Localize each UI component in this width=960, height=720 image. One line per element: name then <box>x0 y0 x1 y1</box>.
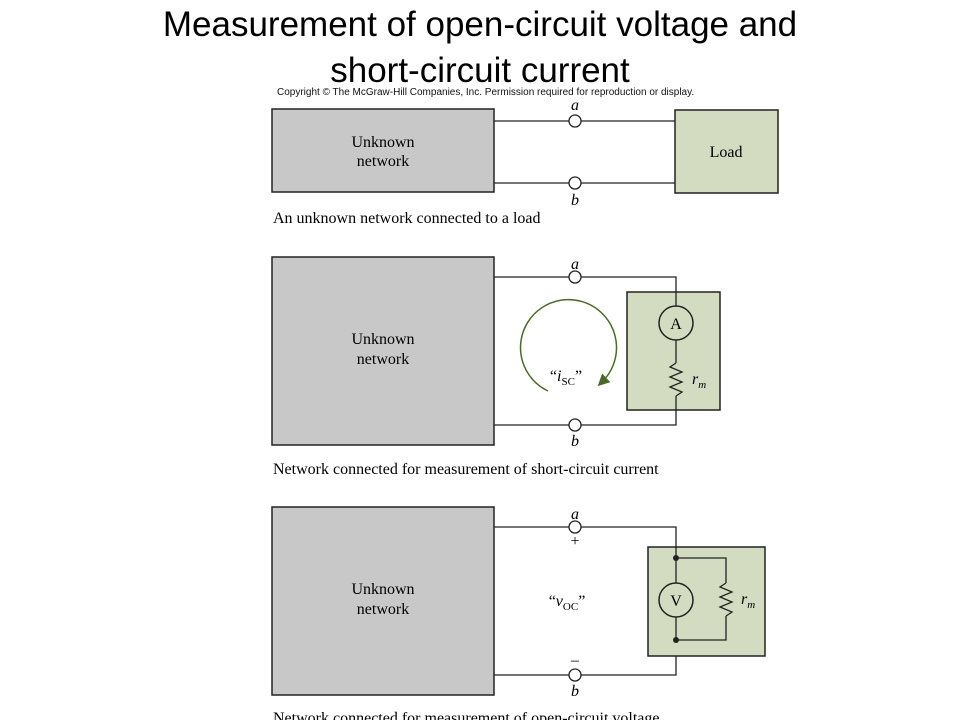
diagram-2-caption: Network connected for measurement of sho… <box>273 461 659 478</box>
load-box <box>674 109 779 194</box>
wire-bottom-right <box>581 410 677 426</box>
terminal-b-label: b <box>571 433 579 450</box>
network-label-line-2: network <box>357 351 409 368</box>
unknown-network-box <box>271 108 495 193</box>
terminal-b <box>568 668 582 682</box>
minus-sign: – <box>570 652 580 669</box>
terminal-a-label: a <box>571 506 579 523</box>
shunt-wire-bottom <box>676 616 727 641</box>
network-label-line-2: network <box>357 153 409 170</box>
diagram-short-circuit-current: Unknown network a b A rm “iSC” Network c… <box>271 256 721 478</box>
page-title: Measurement of open-circuit voltage and … <box>0 2 960 94</box>
diagram-open-circuit-voltage: Unknown network a b + – V rm “vOC” Netwo… <box>271 506 766 720</box>
wire-bottom-right <box>581 656 677 676</box>
terminal-a-label: a <box>571 97 579 114</box>
network-label-line-1: Unknown <box>351 134 414 151</box>
terminal-a <box>568 114 582 128</box>
network-label-line-1: Unknown <box>351 581 414 598</box>
unknown-network-box <box>271 256 495 446</box>
title-line-1: Measurement of open-circuit voltage and <box>162 5 798 44</box>
terminal-b <box>568 176 582 190</box>
terminal-b-label: b <box>571 192 579 209</box>
open-circuit-voltage-label: “vOC” <box>549 593 586 613</box>
wire-top-right <box>581 276 677 292</box>
diagram-network-with-load: Unknown network a b Load An unknown netw… <box>271 97 779 227</box>
resistor-label: rm <box>692 371 706 391</box>
diagram-3-caption: Network connected for measurement of ope… <box>273 710 660 720</box>
copyright-notice: Copyright © The McGraw-Hill Companies, I… <box>277 87 695 98</box>
resistor-symbol <box>718 582 734 617</box>
terminal-b-label: b <box>571 683 579 700</box>
current-loop-arrow <box>519 298 618 392</box>
network-label-line-2: network <box>357 601 409 618</box>
terminal-a <box>568 520 582 534</box>
ammeter-label: A <box>670 316 682 333</box>
terminal-a <box>568 270 582 284</box>
title-line-2: short-circuit current <box>330 51 630 90</box>
diagram-1-caption: An unknown network connected to a load <box>273 210 540 227</box>
unknown-network-box <box>271 506 495 696</box>
terminal-a-label: a <box>571 256 579 273</box>
resistor-label: rm <box>741 591 755 611</box>
short-circuit-current-label: “iSC” <box>550 368 582 388</box>
terminal-b <box>568 418 582 432</box>
shunt-wire-top <box>676 557 727 583</box>
load-label: Load <box>710 144 743 161</box>
plus-sign: + <box>570 533 579 550</box>
resistor-symbol <box>668 362 684 397</box>
voltmeter-label: V <box>670 593 682 610</box>
wire-top-right <box>581 526 677 547</box>
network-label-line-1: Unknown <box>351 331 414 348</box>
